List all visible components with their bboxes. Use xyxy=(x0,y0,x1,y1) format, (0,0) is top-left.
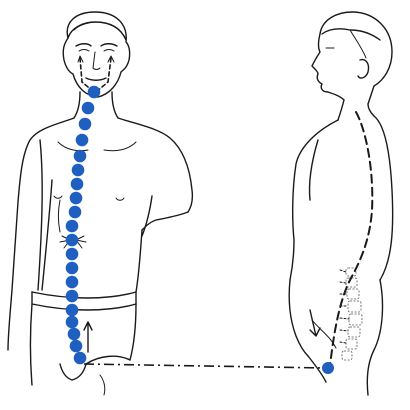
side-head-outline xyxy=(319,11,393,105)
spine-vertebrae xyxy=(339,267,363,361)
side-front-outline xyxy=(289,119,339,281)
front-hair xyxy=(67,21,127,41)
acupoint-6 xyxy=(71,163,85,177)
back-meridian-path xyxy=(329,111,374,367)
acupoint-20 xyxy=(73,351,87,365)
acupoint-15 xyxy=(65,289,79,303)
acupoint-11 xyxy=(65,233,79,247)
front-view-man xyxy=(7,11,194,396)
front-left-arm xyxy=(7,117,75,351)
acupoint-10 xyxy=(65,219,79,233)
upward-arrow-icon xyxy=(83,321,93,353)
acupoint-3 xyxy=(78,117,92,131)
perineum-connection-line xyxy=(83,363,327,369)
acupoint-2 xyxy=(81,101,95,115)
front-head-outline xyxy=(62,11,131,98)
acupoint-14 xyxy=(65,275,79,289)
perineum-point xyxy=(322,362,334,374)
front-channel-points xyxy=(65,85,101,365)
side-back-outline xyxy=(373,115,394,281)
acupoint-7 xyxy=(70,177,84,191)
acupoint-12 xyxy=(65,247,79,261)
acupoint-19 xyxy=(69,339,83,353)
acupoint-4 xyxy=(75,133,89,147)
acupoint-16 xyxy=(65,303,79,317)
acupoint-5 xyxy=(73,149,87,163)
acupoint-1 xyxy=(87,85,101,99)
acupoint-13 xyxy=(65,261,79,275)
front-right-arm xyxy=(117,117,194,213)
front-waistband xyxy=(31,291,137,299)
acupoint-18 xyxy=(67,327,81,341)
acupoint-8 xyxy=(69,191,83,205)
acupoint-9 xyxy=(68,205,82,219)
downward-arrow-icon xyxy=(309,309,321,337)
acupoint-17 xyxy=(65,315,79,329)
side-view-man xyxy=(288,11,394,396)
